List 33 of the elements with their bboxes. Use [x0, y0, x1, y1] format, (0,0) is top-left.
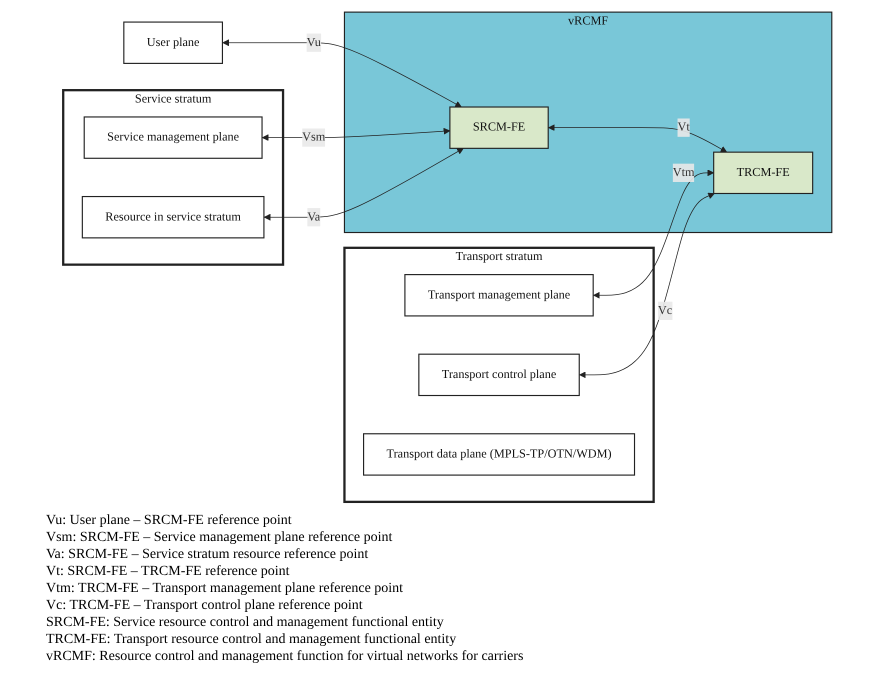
- abbreviation-note: Vsm: SRCM-FE – Service management plane reference point: [46, 529, 394, 546]
- edge-label: Vt: [678, 120, 690, 134]
- arrow: [593, 169, 714, 299]
- cluster: [344, 12, 832, 234]
- arrow: [548, 124, 728, 152]
- edge-label: Va: [307, 210, 320, 224]
- arrow: [262, 128, 450, 141]
- arrow: [264, 148, 464, 221]
- node-box: [123, 22, 223, 64]
- node-box: [713, 152, 814, 194]
- arrow: [579, 192, 715, 378]
- abbreviation-note: Va: SRCM-FE – Service stratum resource reference point: [46, 546, 370, 563]
- node-box: [84, 116, 263, 159]
- architecture-diagram: Transport stratum vRCMF Service stratum Vu Vsm Va Vt Vtm Vc User plane Service management plane Resource in service stratum SRCM-FE TRCM-FE Transport management plane Transport control plane Transport data plane (MPLS-TP/OTN/WDM): [6, 6, 889, 508]
- node-box: [82, 196, 264, 238]
- node-box: [404, 274, 594, 316]
- cluster: [62, 89, 284, 266]
- edge-label: Vsm: [302, 130, 326, 144]
- abbreviation-note: Vt: SRCM-FE – TRCM-FE reference point: [46, 563, 291, 580]
- edge-label: Vu: [306, 36, 321, 49]
- arrow: [222, 39, 462, 108]
- edge-label: Vtm: [672, 166, 695, 179]
- abbreviation-note: Vu: User plane – SRCM-FE reference point: [46, 512, 293, 529]
- node-box: [418, 354, 580, 396]
- abbreviation-note: Vtm: TRCM-FE – Transport management plane reference point: [46, 580, 404, 597]
- abbreviation-note: TRCM-FE: Transport resource control and management functional entity: [46, 631, 458, 648]
- edge-label: Vc: [658, 304, 672, 317]
- node-box: [363, 433, 636, 476]
- cluster: [343, 246, 655, 504]
- node-box: [449, 106, 549, 149]
- abbreviation-note: SRCM-FE: Service resource control and management functional entity: [46, 614, 445, 631]
- abbreviation-note: Vc: TRCM-FE – Transport control plane reference point: [46, 597, 364, 614]
- abbreviation-note: vRCMF: Resource control and management function for virtual networks for carriers: [46, 648, 524, 665]
